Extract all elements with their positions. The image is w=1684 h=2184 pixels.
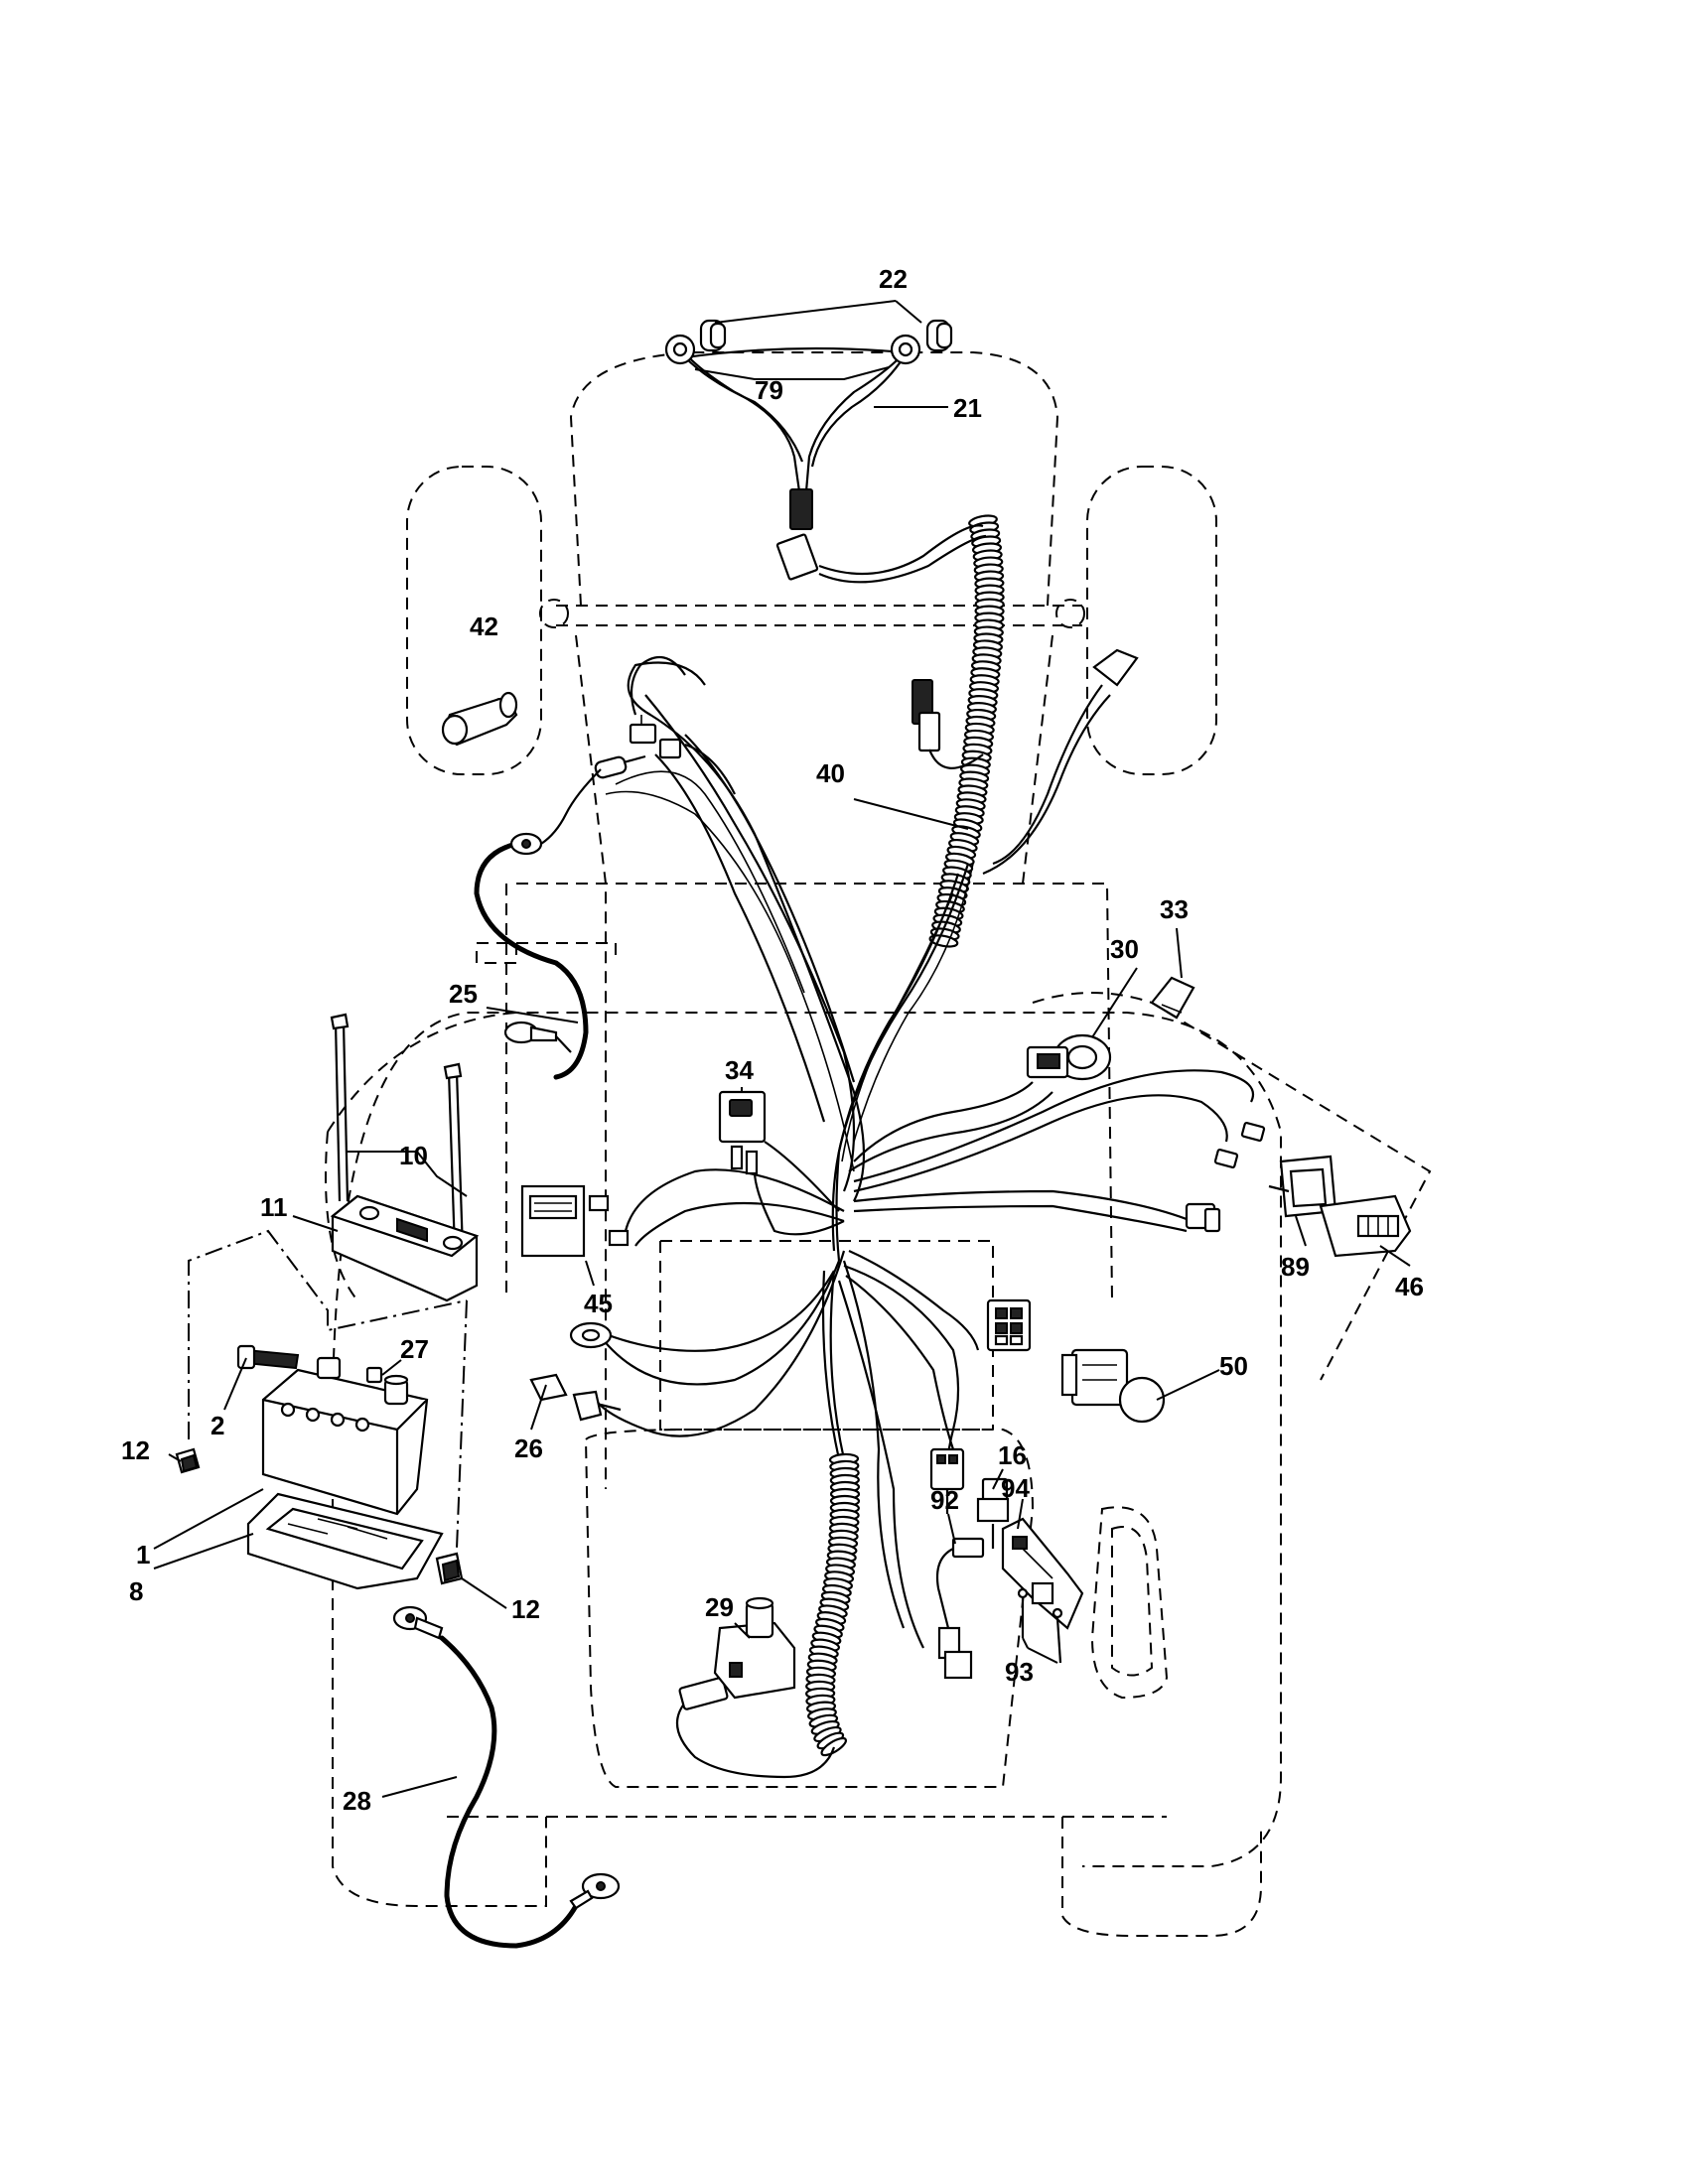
- callout-46: 46: [1395, 1272, 1424, 1301]
- battery-hold-down: [330, 1013, 480, 1302]
- callout-50: 50: [1219, 1351, 1248, 1381]
- left-upper-connectors: [594, 655, 736, 795]
- callout-28: 28: [343, 1786, 371, 1816]
- headlight-harness: [664, 319, 953, 581]
- callout-34: 34: [725, 1055, 754, 1085]
- callout-29: 29: [705, 1592, 734, 1622]
- callout-40: 40: [816, 758, 845, 788]
- callout-79: 79: [755, 375, 783, 405]
- part-42-cap: [441, 691, 518, 747]
- callout-1: 1: [136, 1540, 150, 1570]
- callout-11: 11: [260, 1192, 288, 1222]
- clip-12-left: [175, 1447, 201, 1474]
- part-33-relay: [1150, 976, 1195, 1020]
- tractor-outline: [325, 351, 1432, 1937]
- bulb-left: [699, 319, 727, 352]
- callout-10: 10: [399, 1141, 428, 1170]
- callout-42: 42: [470, 612, 498, 641]
- part-45-hourmeter: [520, 1184, 630, 1258]
- callout-12-right: 12: [511, 1594, 540, 1624]
- callout-45: 45: [584, 1289, 613, 1318]
- conduit-ring: [820, 1736, 848, 1757]
- part-26-connector: [529, 1373, 622, 1422]
- part-34-switch: [718, 1090, 767, 1175]
- ground-eyelet: [569, 1321, 613, 1349]
- callout-26: 26: [514, 1433, 543, 1463]
- harness-wires: [595, 661, 1254, 1649]
- six-pin-connector: [986, 1298, 1032, 1352]
- callout-30: 30: [1110, 934, 1139, 964]
- part-89-bracket: [1268, 1155, 1337, 1218]
- part-46-gauge: [1319, 1194, 1412, 1258]
- callout-27: 27: [400, 1334, 429, 1364]
- bulb-right: [925, 319, 953, 352]
- clip-12-right: [435, 1552, 464, 1585]
- battery-tray: [246, 1492, 444, 1590]
- callout-25: 25: [449, 979, 478, 1009]
- callout-94: 94: [1001, 1473, 1030, 1503]
- right-connectors: [1185, 1121, 1266, 1233]
- lower-coil-and-seat-switch: [675, 1452, 861, 1779]
- callout-12-left: 12: [121, 1435, 150, 1465]
- callout-21: 21: [953, 393, 982, 423]
- callout-8: 8: [129, 1576, 143, 1606]
- callout-93: 93: [1005, 1657, 1034, 1687]
- callout-22: 22: [879, 264, 908, 294]
- callout-33: 33: [1160, 894, 1189, 924]
- callout-16: 16: [998, 1440, 1027, 1470]
- lower-connectors: [929, 1447, 1084, 1680]
- battery-cable-28: [392, 1605, 621, 1949]
- part-50-pto-switch: [1060, 1348, 1166, 1424]
- battery: [236, 1344, 429, 1516]
- ground-cable-25: [474, 768, 602, 1080]
- callout-89: 89: [1281, 1252, 1310, 1282]
- leader-lines: [153, 798, 1411, 1798]
- callout-2: 2: [210, 1411, 224, 1440]
- callout-labels: 22 79 21 42 40 25 33 30 34 10 11 45 89 4…: [121, 264, 1424, 1816]
- callout-92: 92: [930, 1485, 959, 1515]
- part-30-ignition: [1026, 1033, 1112, 1081]
